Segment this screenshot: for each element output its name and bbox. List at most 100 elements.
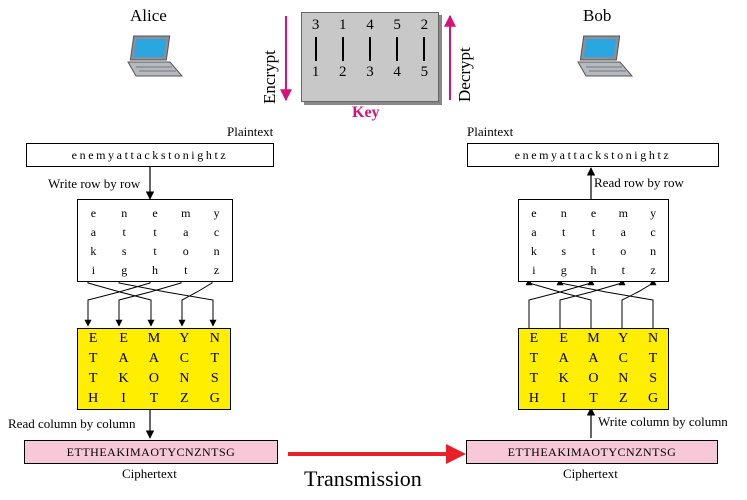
grid-cell: a — [90, 225, 97, 239]
grid-cell: o — [620, 244, 627, 258]
grid-cell: A — [558, 351, 569, 366]
grid-cell: T — [210, 351, 220, 366]
grid-cell: n — [560, 206, 567, 220]
transmission-label: Transmission — [304, 466, 422, 491]
grid-cell: I — [121, 391, 126, 406]
grid-cell: e — [590, 206, 597, 220]
grid-cell: e — [531, 206, 537, 220]
grid-cell: Z — [619, 391, 628, 406]
left-plaintext-label: Plaintext — [227, 124, 274, 139]
grid-cell: t — [591, 244, 596, 258]
key-top-4: 5 — [393, 17, 401, 33]
right-ciphertext-label: Ciphertext — [563, 466, 618, 481]
grid-cell: T — [589, 391, 598, 406]
grid-cell: i — [532, 263, 536, 277]
key-top-3: 4 — [366, 17, 374, 33]
grid-cell: a — [531, 225, 537, 239]
grid-cell: O — [148, 371, 160, 386]
key-table: 3 1 4 5 2 1 2 3 4 5 — [301, 12, 439, 102]
grid-cell: S — [210, 371, 219, 386]
key-top-2: 1 — [339, 17, 347, 33]
grid-cell: T — [529, 371, 539, 386]
left-permutation-lines — [84, 277, 217, 327]
key-bottom-3: 3 — [366, 64, 374, 80]
grid-cell: z — [650, 263, 656, 277]
grid-cell: y — [650, 206, 657, 220]
grid-cell: n — [121, 206, 128, 220]
grid-cell: H — [528, 391, 539, 406]
grid-cell: t — [153, 244, 157, 258]
grid-cell: s — [561, 244, 567, 258]
grid-cell: M — [147, 331, 161, 346]
left-ciphertext-box: ETTHEAKIMAOTYCNZNTSG — [24, 440, 278, 464]
decrypt-label: Decrypt — [455, 47, 474, 102]
grid-cell: C — [618, 351, 628, 366]
grid-cell: A — [118, 351, 129, 366]
grid-cell: i — [91, 263, 96, 277]
right-plaintext-label: Plaintext — [467, 124, 514, 139]
grid-cell: t — [184, 263, 188, 277]
grid-cell: H — [88, 391, 99, 406]
right-write-column-label: Write column by column — [598, 414, 728, 429]
grid-cell: T — [88, 351, 98, 366]
key-bars — [302, 34, 438, 64]
grid-cell: E — [529, 331, 539, 346]
grid-cell: t — [122, 225, 126, 239]
grid-cell: K — [118, 371, 129, 386]
right-plaintext-box: enemyattackstonightz — [467, 143, 719, 167]
grid-cell: T — [648, 351, 658, 366]
grid-cell: a — [620, 225, 626, 239]
left-plaintext-box: enemyattackstonightz — [26, 143, 274, 167]
grid-cell: c — [213, 225, 220, 239]
alice-label: Alice — [130, 6, 167, 25]
grid-cell: g — [121, 263, 128, 277]
grid-cell: m — [181, 206, 191, 220]
grid-cell: h — [590, 263, 597, 277]
grid-cell: T — [88, 371, 98, 386]
left-write-row-label: Write row by row — [48, 176, 141, 191]
bob-label: Bob — [583, 6, 612, 25]
grid-cell: G — [209, 391, 220, 406]
grid-cell: t — [621, 263, 625, 277]
grid-cell: S — [649, 371, 657, 386]
grid-cell: T — [529, 351, 539, 366]
grid-cell: A — [148, 351, 160, 366]
grid-cell: N — [618, 371, 629, 386]
left-ciphertext-label: Ciphertext — [122, 466, 177, 481]
grid-cell: M — [587, 331, 600, 346]
grid-cell: Y — [179, 331, 190, 346]
grid-cell: c — [650, 225, 656, 239]
grid-cell: E — [119, 331, 128, 346]
key-bottom-5: 5 — [420, 64, 429, 80]
key-bottom-row: 1 2 3 4 5 — [302, 64, 438, 81]
grid-cell: y — [213, 206, 220, 220]
grid-cell: o — [182, 244, 189, 258]
right-permutation-lines — [525, 278, 657, 328]
grid-cell: E — [88, 331, 98, 346]
grid-cell: K — [558, 371, 569, 386]
grid-cell: s — [121, 244, 127, 258]
grid-cell: E — [559, 331, 568, 346]
grid-cell: e — [152, 206, 158, 220]
right-ciphertext-box: ETTHEAKIMAOTYCNZNTSG — [466, 440, 718, 464]
grid-cell: a — [183, 225, 189, 239]
grid-cell: A — [588, 351, 599, 366]
grid-cell: k — [530, 244, 537, 258]
grid-cell: I — [561, 391, 567, 406]
left-read-column-label: Read column by column — [8, 416, 136, 431]
grid-cell: Z — [180, 391, 189, 406]
grid-cell: k — [90, 244, 97, 258]
grid-cell: g — [560, 263, 567, 277]
grid-cell: e — [90, 206, 97, 220]
bob-laptop-icon — [577, 35, 634, 77]
grid-cell: T — [149, 391, 159, 406]
key-bottom-4: 4 — [393, 64, 401, 80]
grid-cell: m — [618, 206, 628, 220]
alice-laptop-icon — [127, 35, 184, 77]
grid-cell: t — [591, 225, 596, 239]
grid-cell: t — [562, 225, 566, 239]
grid-cell: n — [650, 244, 657, 258]
